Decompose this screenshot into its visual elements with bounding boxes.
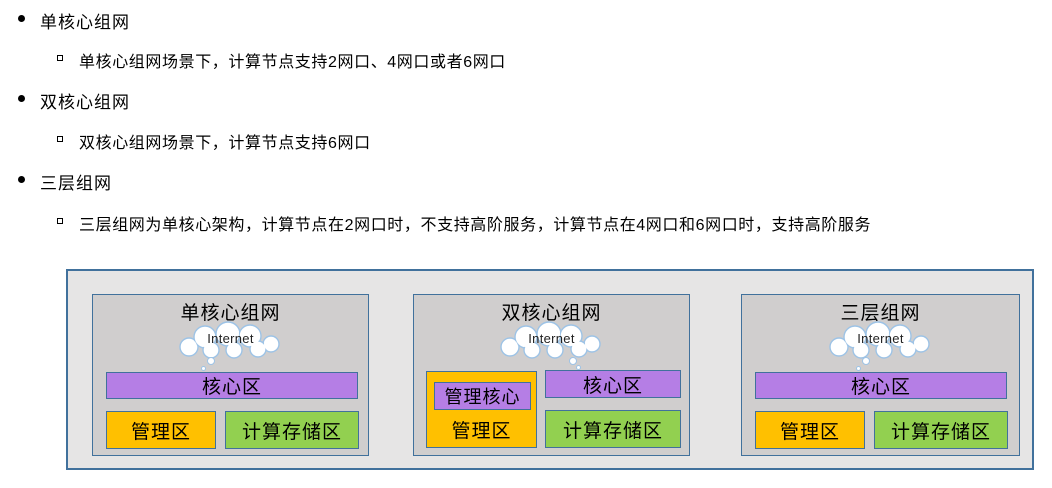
core-zone: 核心区 <box>545 370 681 398</box>
compute-storage-zone: 计算存储区 <box>874 411 1008 449</box>
sub-bullet-text: 三层组网为单核心架构，计算节点在2网口时，不支持高阶服务，计算节点在4网口和6网… <box>79 217 872 234</box>
management-zone: 管理核心 管理区 <box>426 371 537 448</box>
core-zone: 核心区 <box>755 372 1007 399</box>
panel-single-core-network: 单核心组网 Internet 核心区 管理区 计算存储区 <box>92 294 369 456</box>
internet-cloud-icon: Internet <box>170 321 292 359</box>
sub-bullet-icon <box>57 218 63 224</box>
sub-bullet-text: 单核心组网场景下，计算节点支持2网口、4网口或者6网口 <box>79 54 506 71</box>
cloud-shape <box>828 321 930 359</box>
management-zone: 管理区 <box>755 411 865 449</box>
internet-cloud-icon: Internet <box>820 321 942 359</box>
cloud-tail-icon <box>569 357 577 365</box>
cloud-shape <box>499 321 601 359</box>
compute-storage-zone: 计算存储区 <box>545 410 681 448</box>
cloud-tail-icon <box>576 365 581 370</box>
internet-label: Internet <box>857 331 904 346</box>
bullet-label: 双核心组网 <box>40 93 130 112</box>
core-zone: 核心区 <box>106 372 358 399</box>
cloud-tail-icon <box>201 366 206 371</box>
sub-bullet-icon <box>57 55 63 61</box>
internet-cloud-icon: Internet <box>491 321 613 359</box>
bullet-icon <box>18 15 25 22</box>
management-zone-label: 管理区 <box>451 421 512 442</box>
management-core-box: 管理核心 <box>434 382 531 410</box>
cloud-tail-icon <box>856 366 861 371</box>
bullet-icon <box>18 176 25 183</box>
panel-title: 双核心组网 <box>501 303 602 324</box>
internet-label: Internet <box>207 331 254 346</box>
sub-bullet-icon <box>57 136 63 142</box>
panel-title: 单核心组网 <box>180 303 281 324</box>
management-zone: 管理区 <box>106 411 216 449</box>
panel-three-layer-network: 三层组网 Internet 核心区 管理区 计算存储区 <box>741 294 1020 456</box>
bullet-label: 三层组网 <box>40 174 112 193</box>
sub-bullet-text: 双核心组网场景下，计算节点支持6网口 <box>79 135 371 152</box>
bullet-label: 单核心组网 <box>40 13 130 32</box>
panel-dual-core-network: 双核心组网 Internet 管理核心 管理区 核心区 <box>413 294 690 456</box>
cloud-tail-icon <box>862 357 870 365</box>
cloud-shape <box>178 321 280 359</box>
internet-label: Internet <box>528 331 575 346</box>
network-topology-diagram: 单核心组网 Internet 核心区 管理区 计算存储区 双核心 <box>66 269 1034 470</box>
cloud-tail-icon <box>207 357 215 365</box>
compute-storage-zone: 计算存储区 <box>225 411 359 449</box>
bullet-icon <box>18 95 25 102</box>
panel-title: 三层组网 <box>840 303 921 324</box>
